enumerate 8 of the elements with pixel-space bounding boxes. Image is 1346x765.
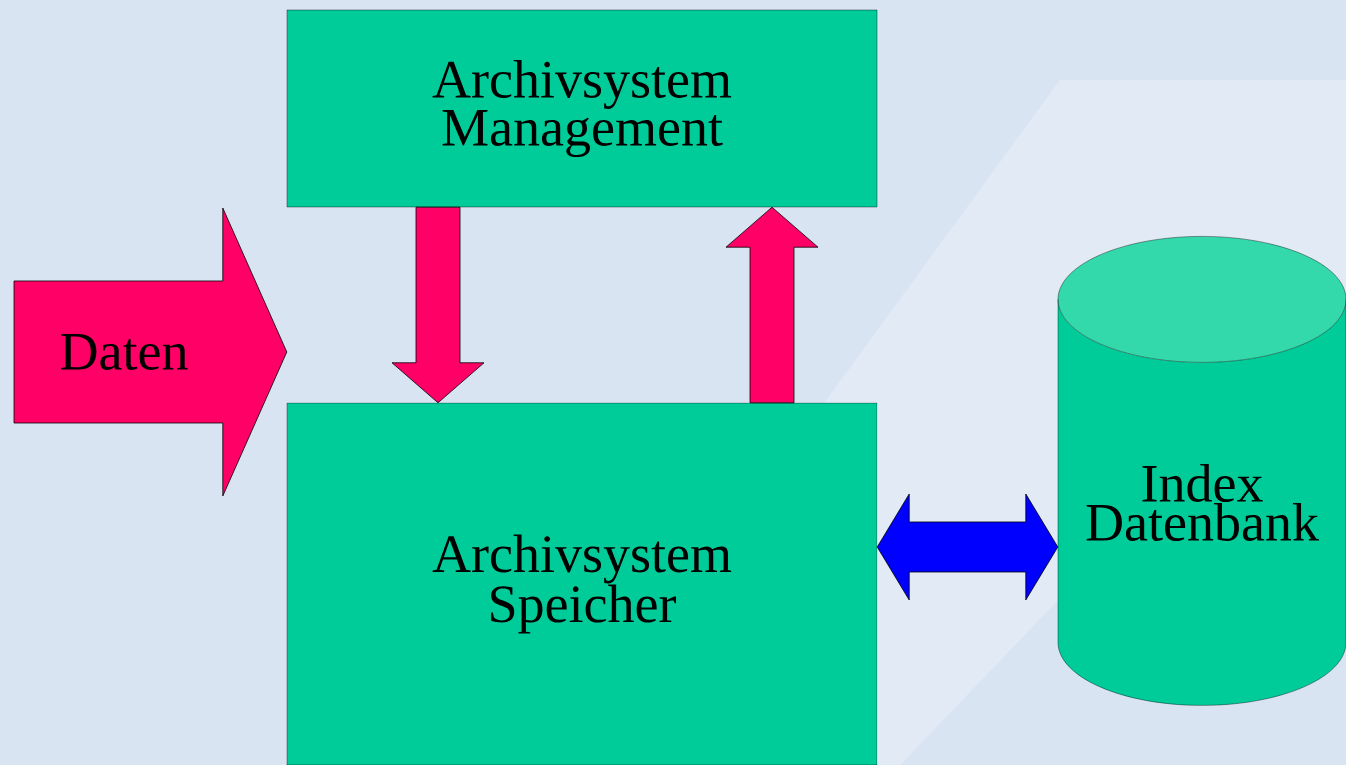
- block-arrow: [876, 493, 1059, 601]
- process-box: Archivsystem Speicher: [286, 402, 878, 765]
- block-arrow: [391, 206, 485, 404]
- process-box: Archivsystem Management: [286, 9, 878, 208]
- block-arrow: [13, 207, 288, 497]
- arrow-label: Daten: [58, 333, 190, 371]
- block-arrow: [725, 206, 819, 404]
- database-cylinder: Index Datenbank: [1057, 236, 1346, 706]
